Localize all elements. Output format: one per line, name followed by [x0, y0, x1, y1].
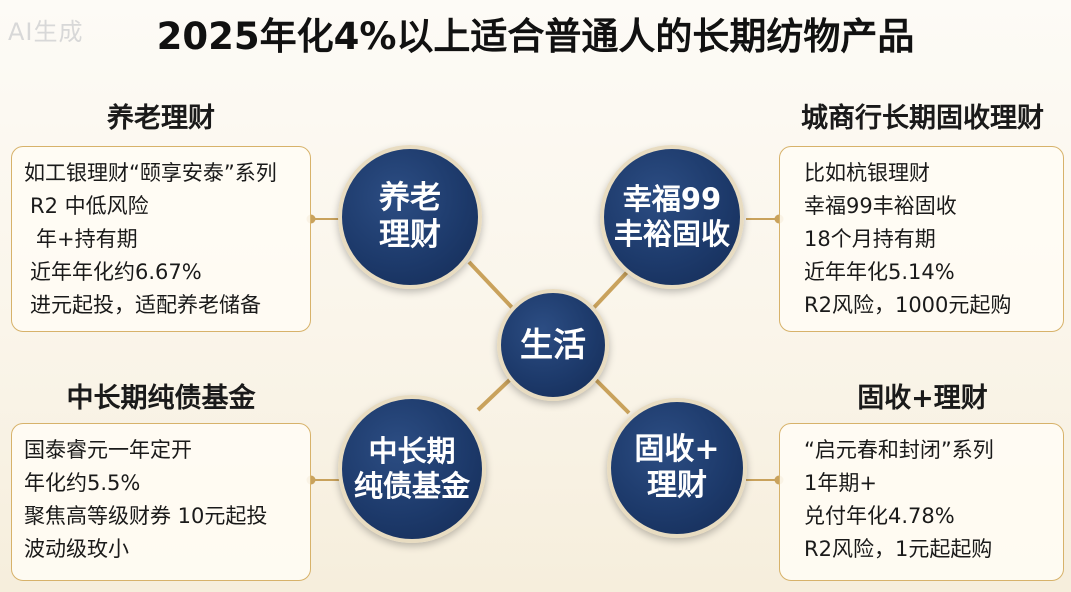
info-line: R2风险，1000元起购	[804, 293, 1012, 317]
info-line: 1年期+	[804, 471, 877, 495]
info-line: 比如杭银理财	[804, 161, 930, 185]
page-title: 2025年化4%以上适合普通人的长期纺物产品	[156, 15, 915, 58]
info-line: 近年年化约6.67%	[30, 260, 202, 284]
node-label: 养老 理财	[379, 179, 441, 253]
info-line: 幸福99丰裕固收	[804, 194, 957, 218]
info-line: 近年年化5.14%	[804, 260, 955, 284]
node-center-life: 生活	[497, 289, 609, 401]
info-line: R2 中低风险	[30, 194, 149, 218]
info-box-pension: 如工银理财“颐享安泰”系列 R2 中低风险 年+持有期 近年年化约6.67% 进…	[11, 146, 311, 332]
info-line: “启元春和封闭”系列	[804, 438, 994, 462]
node-bond-fund: 中长期 纯债基金	[338, 395, 486, 543]
node-fixed-income-plus: 固收+ 理财	[607, 398, 747, 538]
info-line: 国泰睿元一年定开	[24, 438, 192, 462]
section-title-fixed-income-plus: 固收+理财	[857, 383, 988, 414]
info-line: 年+持有期	[36, 227, 138, 251]
info-line: R2风险，1元起起购	[804, 537, 993, 561]
node-xingfu99: 幸福99 丰裕固收	[600, 145, 744, 289]
info-box-bond-fund: 国泰睿元一年定开 年化约5.5% 聚焦高等级财券 10元起投 波动级玫小	[11, 423, 311, 581]
section-title-city-bank: 城商行长期固收理财	[801, 103, 1044, 134]
info-line: 年化约5.5%	[24, 471, 141, 495]
node-label: 中长期 纯债基金	[353, 434, 470, 503]
info-line: 进元起投，适配养老储备	[30, 293, 261, 317]
info-line: 波动级玫小	[24, 537, 129, 561]
info-box-fixed-income-plus: “启元春和封闭”系列 1年期+ 兑付年化4.78% R2风险，1元起起购	[779, 423, 1064, 581]
info-line: 聚焦高等级财券 10元起投	[24, 504, 268, 528]
node-pension: 养老 理财	[338, 145, 482, 289]
info-line: 18个月持有期	[804, 227, 936, 251]
node-label: 幸福99 丰裕固收	[613, 182, 730, 251]
node-label: 生活	[520, 325, 586, 365]
ai-watermark: AI生成	[8, 18, 84, 46]
section-title-pension: 养老理财	[107, 103, 215, 134]
section-title-bond-fund: 中长期纯债基金	[66, 383, 256, 414]
info-line: 如工银理财“颐享安泰”系列	[24, 161, 277, 185]
info-line: 兑付年化4.78%	[804, 504, 955, 528]
info-box-city-bank: 比如杭银理财 幸福99丰裕固收 18个月持有期 近年年化5.14% R2风险，1…	[779, 146, 1064, 332]
node-label: 固收+ 理财	[634, 432, 720, 503]
